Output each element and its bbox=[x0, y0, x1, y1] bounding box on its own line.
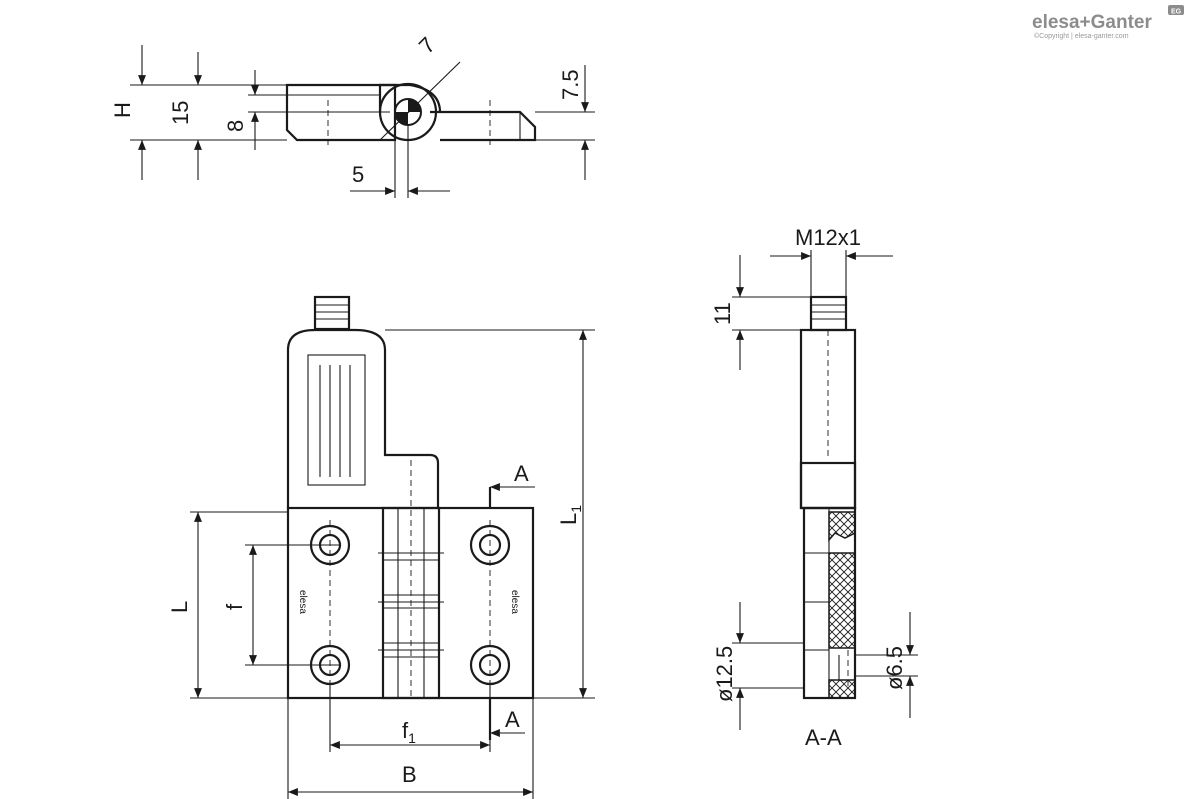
dim-15: 15 bbox=[168, 101, 193, 125]
body-mark-left: elesa bbox=[297, 590, 308, 614]
dim-d12-5: ø12.5 bbox=[712, 646, 737, 702]
dim-f1: f1 bbox=[402, 718, 416, 746]
brand-logo-text: elesa+Ganter bbox=[1032, 12, 1152, 33]
dim-8: 8 bbox=[223, 120, 248, 132]
body-mark-right: elesa bbox=[509, 590, 520, 614]
brand-badge: EG bbox=[1171, 9, 1182, 16]
section-mark-bottom: A bbox=[505, 707, 520, 732]
section-mark-top: A bbox=[514, 461, 529, 486]
front-view: elesa elesa L f L1 f1 B A bbox=[167, 295, 595, 799]
dim-f: f bbox=[222, 603, 247, 610]
dim-5: 5 bbox=[352, 162, 364, 187]
dim-H: H bbox=[110, 102, 135, 118]
dim-thread: M12x1 bbox=[795, 225, 861, 250]
section-view: M12x1 11 ø12.5 ø6.5 A-A bbox=[710, 225, 918, 750]
top-view: H 15 8 7 7.5 5 bbox=[110, 32, 595, 198]
dim-7: 7 bbox=[414, 32, 440, 58]
dim-B: B bbox=[402, 762, 417, 787]
section-title: A-A bbox=[805, 725, 842, 750]
dim-11: 11 bbox=[710, 302, 735, 325]
dim-L1: L1 bbox=[556, 505, 584, 525]
brand-logo: elesa+Ganter EG ©Copyright | elesa-gante… bbox=[1032, 5, 1184, 40]
dim-d6-5: ø6.5 bbox=[882, 646, 907, 690]
brand-copyright: ©Copyright | elesa-ganter.com bbox=[1034, 32, 1129, 40]
dim-7-5: 7.5 bbox=[558, 69, 583, 100]
dim-L: L bbox=[167, 601, 192, 613]
